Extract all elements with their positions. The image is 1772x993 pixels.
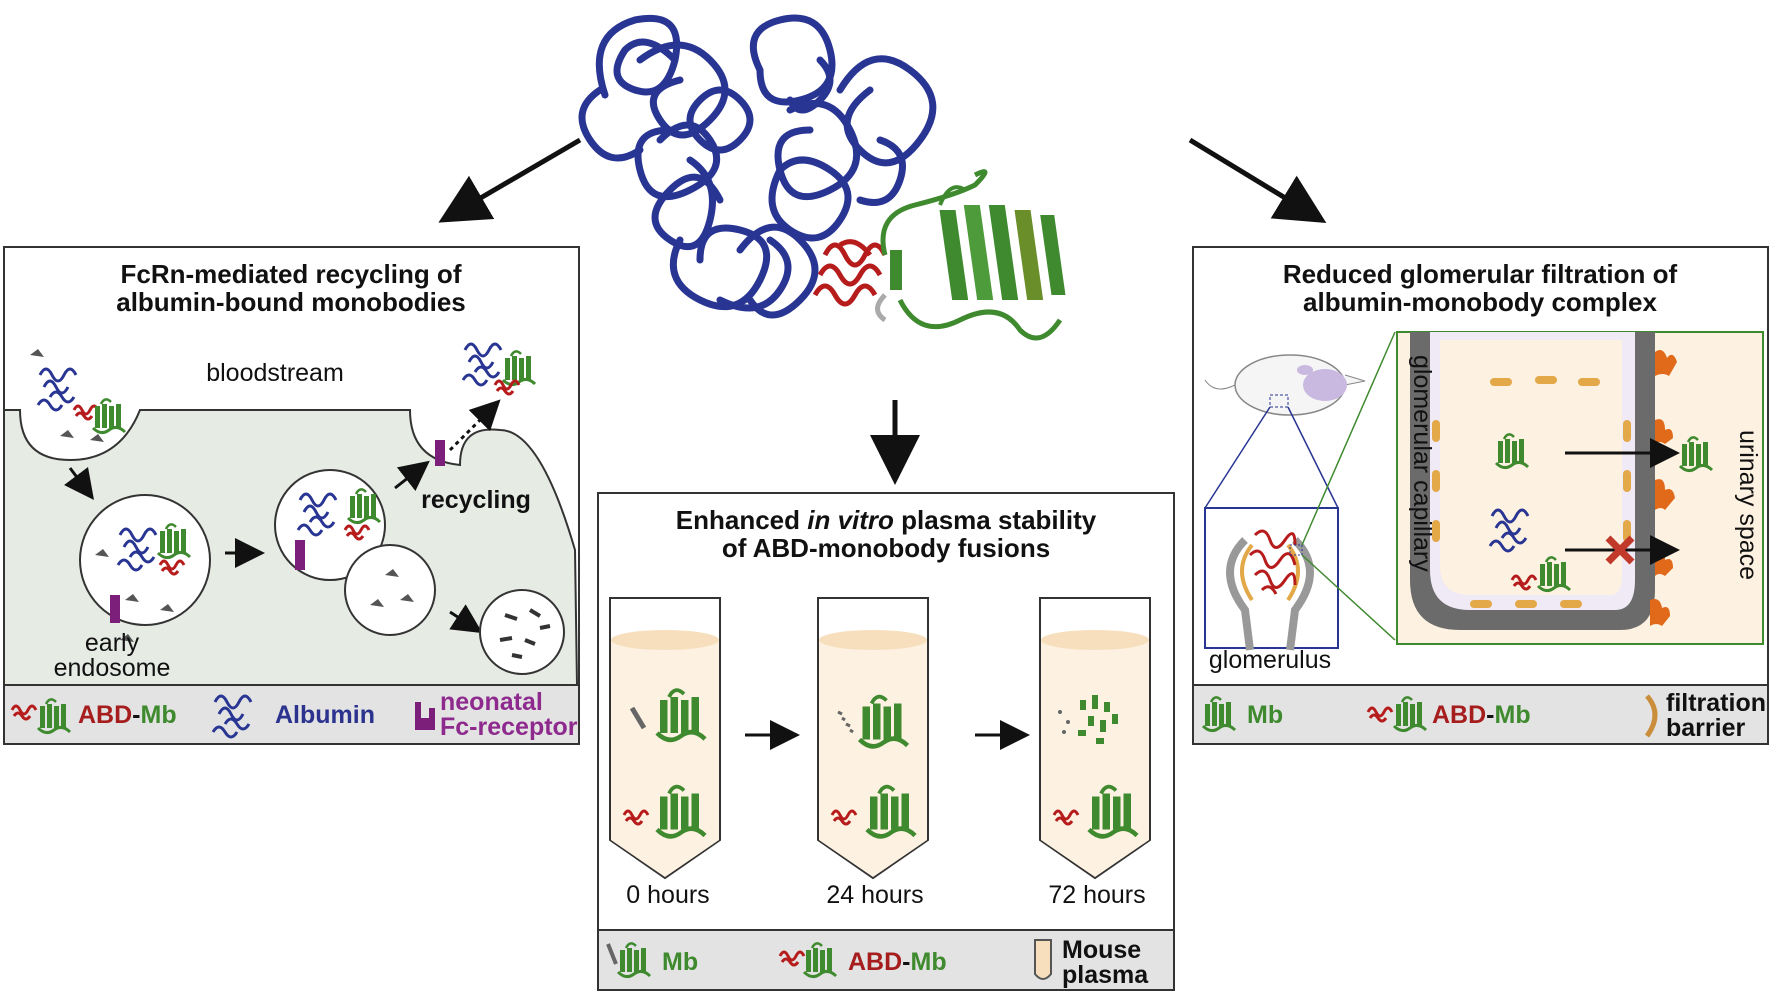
- glomerulus-label: glomerulus: [1209, 646, 1331, 674]
- linker: [875, 293, 887, 323]
- urinary-space-label: urinary space: [1734, 430, 1762, 580]
- arrow-to-early-endosome: [64, 467, 94, 500]
- left-panel: FcRn-mediated recycling of albumin-bound…: [3, 246, 580, 745]
- central-protein-structure: [578, 14, 1066, 341]
- middle-legend-mb: Mb: [662, 948, 698, 976]
- zoom-line: [1301, 554, 1396, 641]
- tube-72-hours: [1039, 597, 1151, 880]
- middle-title-c: plasma stability: [894, 505, 1097, 535]
- left-legend-bar: [3, 684, 580, 745]
- middle-panel-title-line2: of ABD-monobody fusions: [722, 533, 1050, 563]
- early-endosome: [79, 494, 211, 642]
- fc-receptor-icon: [415, 702, 435, 730]
- blocked-x-icon: [1605, 535, 1635, 565]
- right-panel-title-line2: albumin-monobody complex: [1303, 287, 1657, 317]
- monobody-structure: [880, 169, 1066, 341]
- right-legend-abd: ABD: [1432, 701, 1486, 729]
- right-legend-barrier: barrier: [1666, 714, 1745, 742]
- right-legend-mb2: Mb: [1495, 701, 1531, 729]
- middle-legend-bar: [597, 929, 1175, 991]
- right-panel-title-line1: Reduced glomerular filtration of: [1283, 259, 1678, 289]
- endosome-label: endosome: [54, 654, 171, 682]
- right-legend-mb: Mb: [1247, 701, 1283, 729]
- left-legend-neonatal: neonatal: [440, 688, 543, 716]
- mouse-plasma-tube-icon: [1034, 939, 1052, 980]
- middle-legend-mouse: Mouse: [1062, 936, 1141, 964]
- right-legend-abd-mb: ABD-Mb: [1432, 701, 1531, 729]
- arrow-to-left-panel: [438, 137, 582, 223]
- tube-0-hours: [609, 597, 721, 880]
- mouse-illustration: [1204, 354, 1366, 509]
- zoom-line-top: [1301, 331, 1396, 546]
- capillary-zoom: [1396, 331, 1764, 645]
- left-panel-title-line2: albumin-bound monobodies: [116, 287, 466, 317]
- left-legend-mb: Mb: [141, 701, 177, 729]
- left-legend-abd-mb: ABD-Mb: [78, 701, 177, 729]
- middle-title-b: in vitro: [807, 505, 894, 535]
- middle-legend-mb-icon: [606, 941, 652, 979]
- left-legend-dash: -: [132, 701, 140, 729]
- right-legend-dash: -: [1486, 701, 1494, 729]
- middle-panel: Enhanced in vitro plasma stability of AB…: [597, 492, 1175, 991]
- time-label-24: 24 hours: [826, 881, 923, 909]
- middle-legend-abd: ABD: [848, 948, 902, 976]
- middle-legend-abd-mb: ABD-Mb: [848, 948, 947, 976]
- right-legend-bar: [1192, 684, 1769, 745]
- left-legend-albumin: Albumin: [275, 701, 375, 729]
- middle-title-a: Enhanced: [676, 505, 807, 535]
- abd-structure: [812, 239, 888, 307]
- sorting-endosome: [274, 469, 436, 636]
- middle-legend-dash: -: [902, 948, 910, 976]
- left-legend-fc-receptor: Fc-receptor: [440, 713, 578, 741]
- arrow-to-right-panel: [1188, 137, 1327, 223]
- middle-legend-plasma: plasma: [1062, 961, 1149, 989]
- right-legend-filtration: filtration: [1666, 689, 1766, 717]
- lysosome: [479, 589, 565, 675]
- albumin-structure: [578, 14, 937, 319]
- right-panel: Reduced glomerular filtration of albumin…: [1192, 246, 1769, 745]
- time-label-72: 72 hours: [1048, 881, 1145, 909]
- arrow-to-lysosome: [449, 604, 483, 634]
- tube-24-hours: [817, 597, 929, 880]
- bloodstream-label: bloodstream: [206, 359, 344, 387]
- arrow-to-recycling: [394, 460, 430, 492]
- glomerulus-illustration: [1204, 507, 1339, 651]
- left-legend-abd: ABD: [78, 701, 132, 729]
- degraded-monobody-fragments: [1058, 695, 1118, 744]
- middle-legend-mb2: Mb: [911, 948, 947, 976]
- early-label: early: [85, 629, 140, 657]
- time-label-0: 0 hours: [626, 881, 709, 909]
- glomerular-capillary-label: glomerular capillary: [1408, 355, 1436, 572]
- filtration-barrier-icon: [1644, 694, 1658, 738]
- recycling-exocytosis: [435, 342, 537, 466]
- left-panel-title-line1: FcRn-mediated recycling of: [121, 259, 462, 289]
- middle-panel-title-line1: Enhanced in vitro plasma stability: [676, 505, 1097, 535]
- recycling-label: recycling: [421, 486, 531, 514]
